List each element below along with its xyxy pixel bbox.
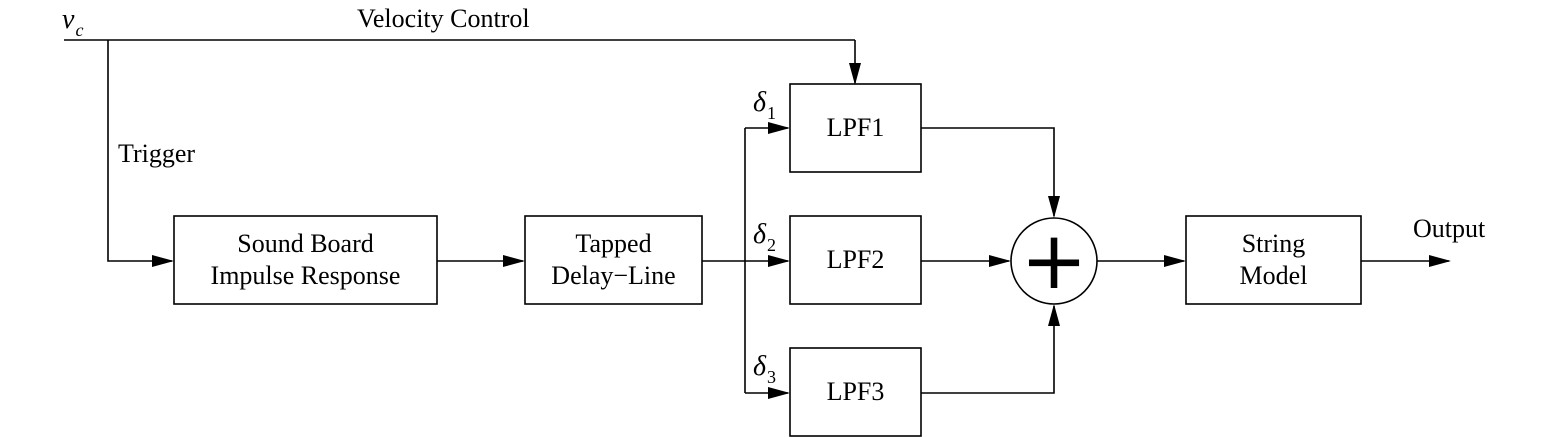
lpf2-block <box>789 215 922 305</box>
string-model-line1: String <box>1241 229 1306 258</box>
lpf3-label: LPF3 <box>826 377 885 406</box>
string-model-block <box>1185 215 1362 305</box>
summer-symbol: + <box>1020 214 1088 307</box>
sound-board-line2: Impulse Response <box>210 261 401 290</box>
lpf3-text: LPF3 <box>790 348 921 436</box>
lpf1-label: LPF1 <box>826 113 885 142</box>
delta3-label: δ3 <box>753 351 776 387</box>
lpf2-label: LPF2 <box>826 245 885 274</box>
delta3-subscript: 3 <box>767 367 777 387</box>
lpf2-text: LPF2 <box>790 216 921 304</box>
tapped-delay-text: Tapped Delay−Line <box>525 216 702 304</box>
string-model-text: String Model <box>1186 216 1361 304</box>
tapped-delay-line2: Delay−Line <box>551 261 676 290</box>
delta2-subscript: 2 <box>767 235 777 255</box>
lpf3-to-sum-arrow <box>921 304 1060 394</box>
lpf3-block <box>789 347 922 437</box>
vc-subscript: c <box>75 20 84 40</box>
string-model-line2: Model <box>1239 261 1308 290</box>
velocity-control-label: Velocity Control <box>357 4 530 33</box>
delta2-label: δ2 <box>753 219 776 255</box>
lpf1-text: LPF1 <box>790 84 921 172</box>
delta1-symbol: δ <box>753 87 767 118</box>
output-label: Output <box>1413 214 1486 243</box>
sound-board-line1: Sound Board <box>237 229 374 258</box>
sound-board-text: Sound Board Impulse Response <box>174 216 437 304</box>
tapped-delay-line1: Tapped <box>575 229 652 258</box>
delta2-symbol: δ <box>753 219 767 250</box>
sound-board-block <box>173 215 438 305</box>
delta1-label: δ1 <box>753 87 776 123</box>
vc-label: vc <box>62 4 83 40</box>
vc-symbol: v <box>62 4 75 35</box>
trigger-label: Trigger <box>118 139 196 168</box>
delta3-symbol: δ <box>753 351 767 382</box>
delta1-subscript: 1 <box>767 103 777 123</box>
lpf1-to-sum-arrow <box>921 127 1060 218</box>
trigger-line <box>107 40 174 267</box>
tapped-delay-block <box>524 215 703 305</box>
